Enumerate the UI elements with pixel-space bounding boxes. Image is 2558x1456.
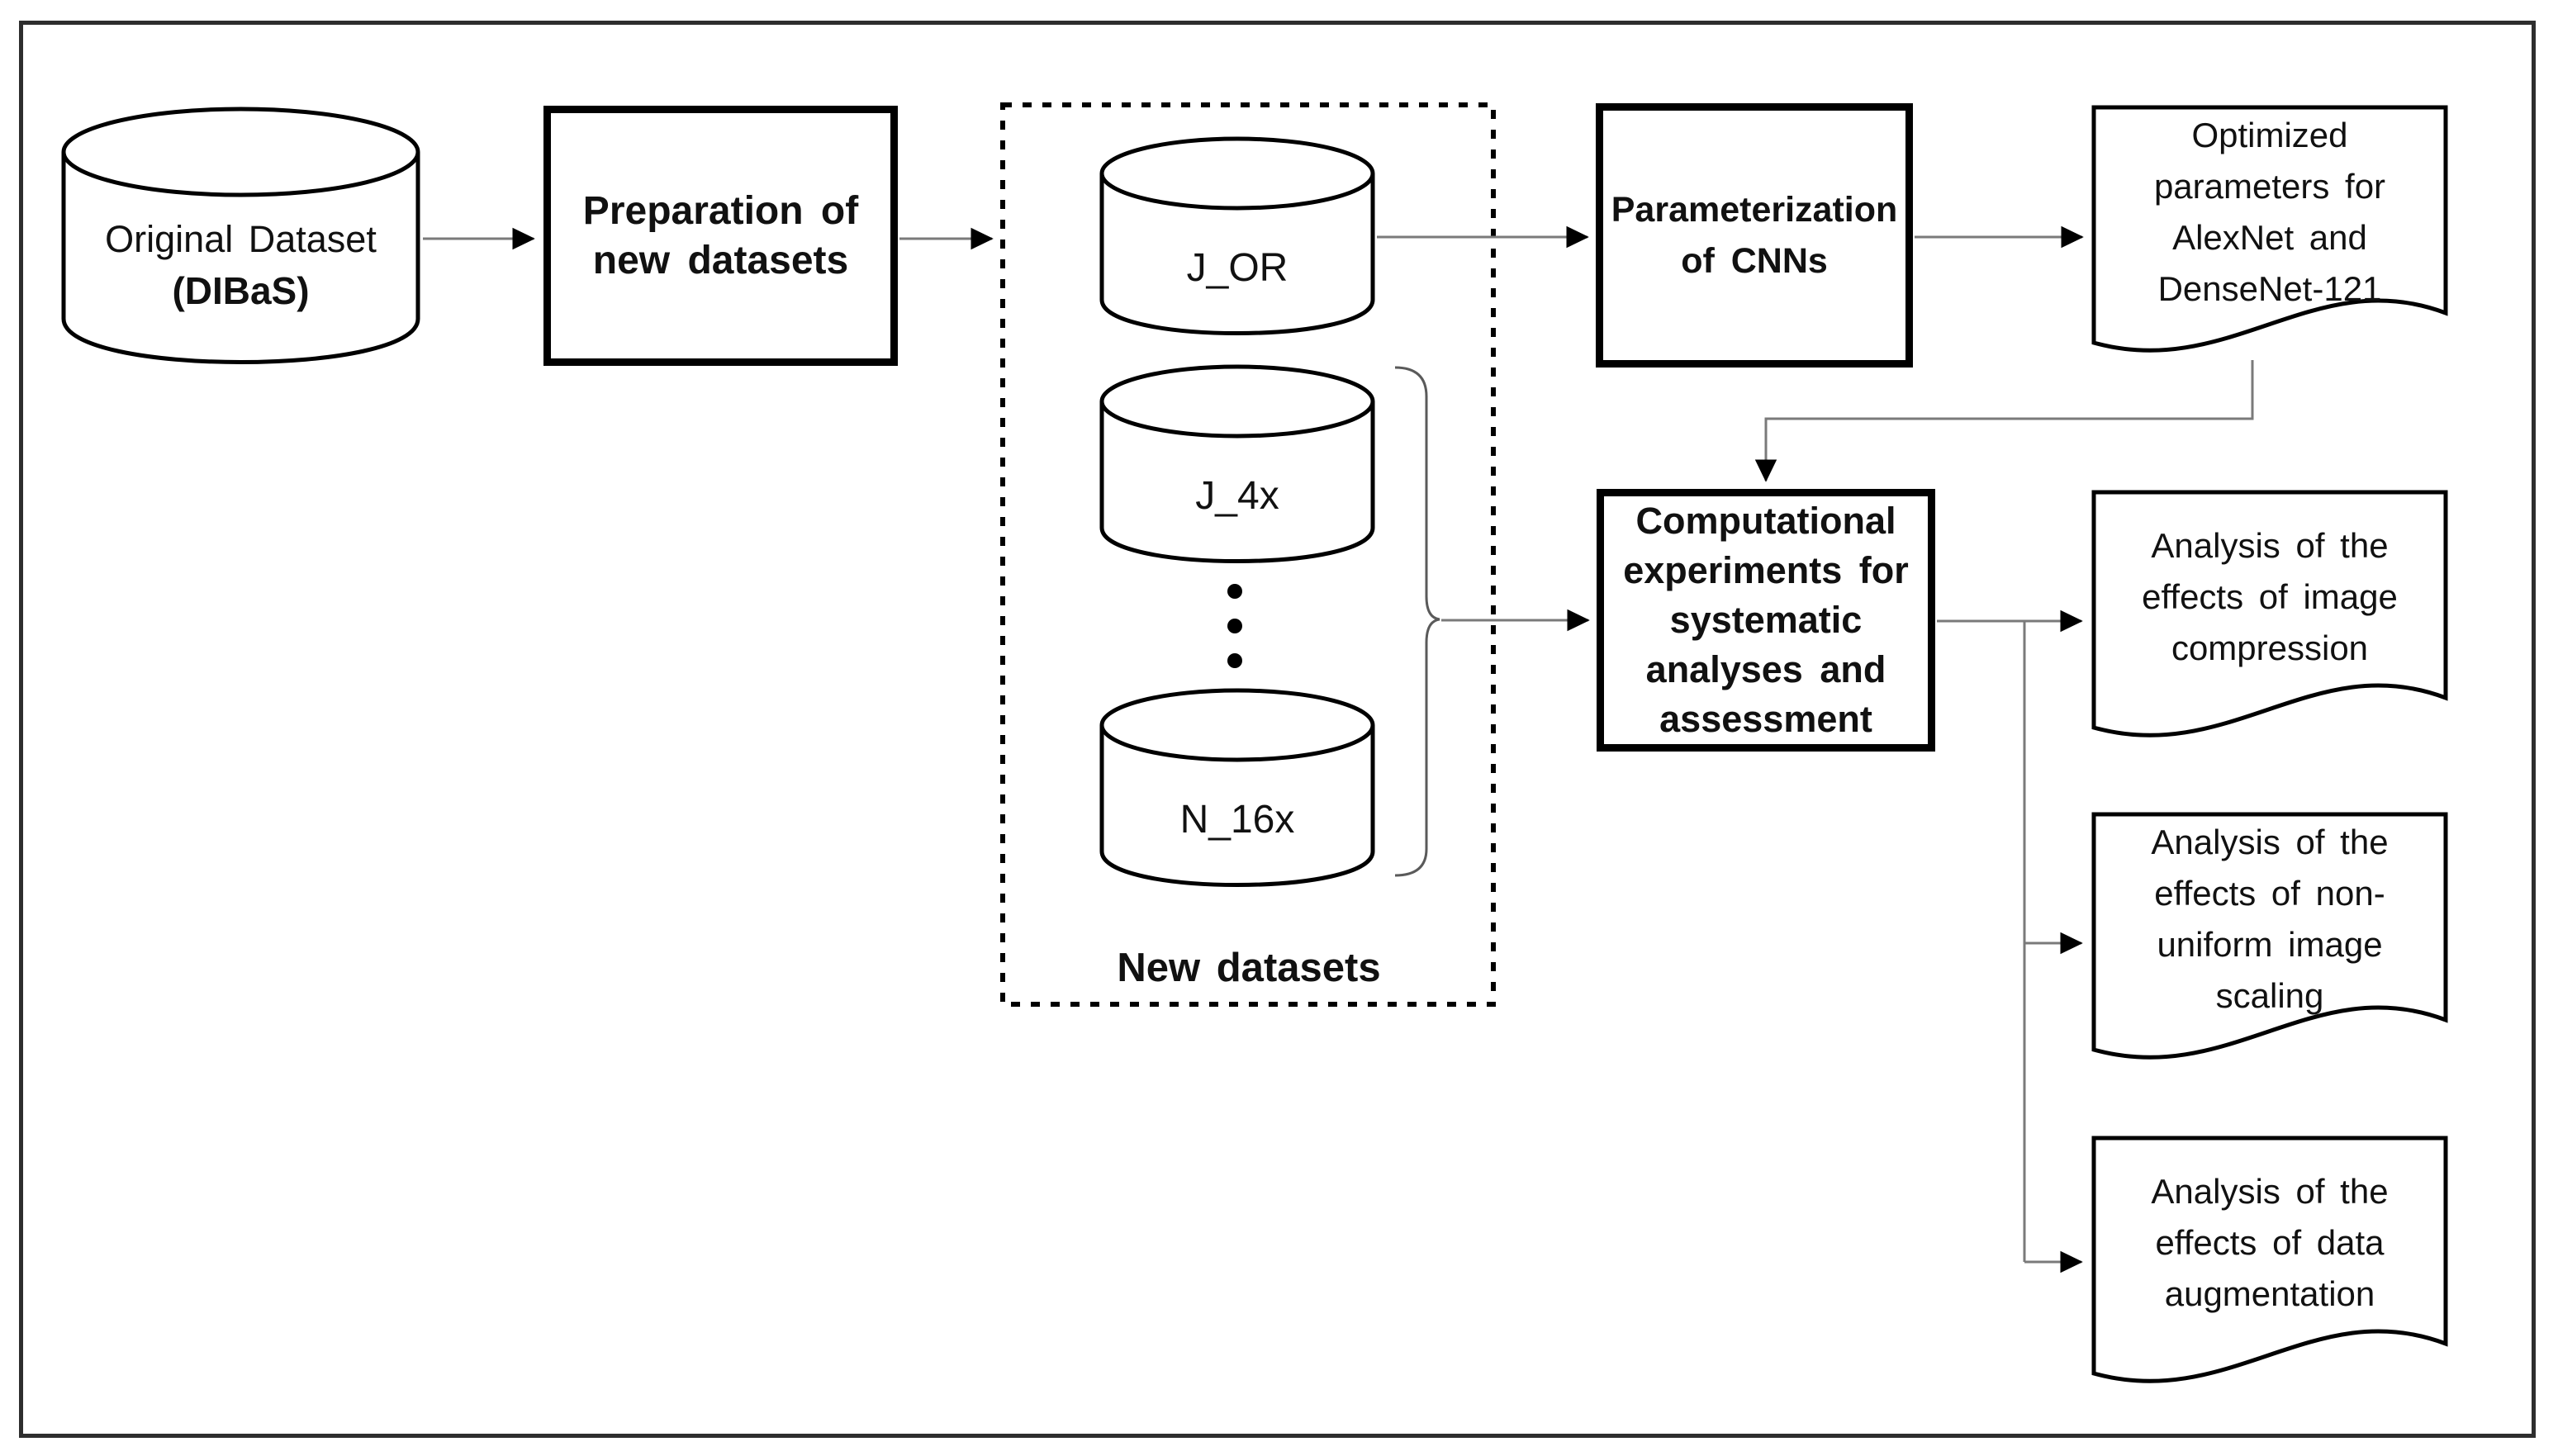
- parameterization-box-label: Parameterization of CNNs: [1611, 190, 1898, 281]
- figure-frame: [19, 21, 2536, 1438]
- cylinder-j-4x-label: J_4x: [1195, 474, 1279, 518]
- database-cylinder-icon: [61, 107, 420, 364]
- doc-image-compression-label: Analysis of the effects of image compres…: [2142, 526, 2398, 667]
- cylinder-n-16x-label: N_16x: [1179, 798, 1295, 842]
- original-dataset-caption: Original Dataset (DIBaS): [60, 214, 421, 317]
- database-cylinder-icon: [1099, 136, 1375, 335]
- database-cylinder-icon: [1099, 364, 1375, 563]
- new-datasets-label: New datasets: [1117, 946, 1381, 990]
- doc-data-augmentation-label: Analysis of the effects of data augmenta…: [2151, 1172, 2389, 1313]
- document-icon: [2091, 812, 2448, 1060]
- preparation-box-label: Preparation of new datasets: [582, 188, 859, 282]
- doc-image-scaling-label: Analysis of the effects of non- uniform …: [2151, 823, 2389, 1015]
- computational-box-label: Computational experiments for systematic…: [1623, 500, 1909, 740]
- doc-data-augmentation: Analysis of the effects of data augmenta…: [2091, 1136, 2448, 1400]
- document-icon: [2091, 1136, 2448, 1383]
- parameterization-box: Parameterization of CNNs: [1596, 103, 1913, 368]
- original-dataset-cylinder: Original Dataset (DIBaS): [60, 106, 421, 372]
- doc-image-scaling: Analysis of the effects of non- uniform …: [2091, 812, 2448, 1076]
- original-dataset-title: Original Dataset: [105, 218, 377, 260]
- doc-image-compression: Analysis of the effects of image compres…: [2091, 490, 2448, 754]
- cylinder-j-4x: J_4x: [1099, 364, 1375, 567]
- doc-optimized-parameters: Optimized parameters for AlexNet and Den…: [2091, 105, 2448, 369]
- original-dataset-subtitle: (DIBaS): [172, 269, 310, 312]
- document-icon: [2091, 490, 2448, 737]
- cylinder-j-or: J_OR: [1099, 136, 1375, 339]
- database-cylinder-icon: [1099, 688, 1375, 887]
- computational-box: Computational experiments for systematic…: [1597, 489, 1935, 752]
- cylinder-n-16x: N_16x: [1099, 688, 1375, 890]
- cylinder-j-or-label: J_OR: [1186, 246, 1288, 290]
- document-icon: [2091, 105, 2448, 353]
- preparation-box: Preparation of new datasets: [543, 106, 898, 366]
- doc-optimized-parameters-label: Optimized parameters for AlexNet and Den…: [2153, 116, 2386, 308]
